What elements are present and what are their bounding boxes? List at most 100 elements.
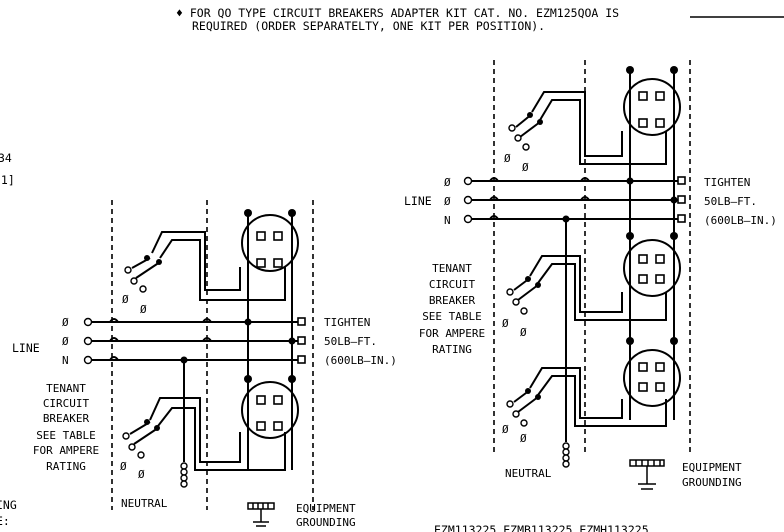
contact: [122, 432, 130, 440]
breaker-phase-label: Ø: [504, 152, 511, 165]
tighten-label: TIGHTEN: [704, 176, 750, 189]
neutral-label: NEUTRAL: [121, 497, 168, 510]
right-feeder: [529, 367, 623, 419]
tenant-line: SEE TABLE: [422, 310, 482, 323]
contact: [128, 443, 136, 451]
meter-jaw: [655, 382, 665, 392]
neutral-coil: [180, 474, 188, 482]
crossover: [489, 177, 499, 220]
contact: [130, 277, 138, 285]
ground-label-2: GROUNDING: [682, 476, 742, 489]
breaker-phase-label: Ø: [502, 423, 509, 436]
breaker-phase-label: Ø: [120, 460, 127, 473]
meter-jaw: [655, 118, 665, 128]
terminal: [463, 195, 473, 205]
edge-text-c: ING: [0, 498, 17, 512]
meter-jaw: [273, 231, 283, 241]
terminal-lug: [677, 214, 686, 223]
tenant-breaker-note: TENANT CIRCUIT BREAKER SEE TABLE FOR AMP…: [419, 262, 485, 356]
meter-jaw: [655, 254, 665, 264]
breaker-phase-label: Ø: [138, 468, 145, 481]
meter-jaw: [256, 258, 266, 268]
catalog-numbers: EZM113225 EZMB113225 EZMH113225: [434, 523, 649, 532]
neutral-coil: [562, 454, 570, 462]
tenant-line: BREAKER: [429, 294, 476, 307]
junction: [288, 337, 296, 345]
right-bus-dot: [670, 232, 678, 240]
phase-2-label: Ø: [62, 335, 69, 348]
meter-jaw: [638, 274, 648, 284]
ground-label-1: EQUIPMENT: [296, 502, 356, 515]
right-feeder: [531, 91, 623, 157]
meter-jaw: [256, 421, 266, 431]
tenant-line: FOR AMPERE: [33, 444, 99, 457]
left-diagram: Ø Ø Ø Ø Ø Ø N LINE TIGHTEN 50LB–FT. (600…: [12, 200, 397, 529]
torque-label: 50LB–FT.: [324, 335, 377, 348]
tenant-line: BREAKER: [43, 412, 90, 425]
tenant-line: SEE TABLE: [36, 429, 96, 442]
left-breaker-arm: [135, 261, 161, 279]
meter-jaw: [256, 395, 266, 405]
neutral-mark-label: N: [62, 354, 69, 367]
left-feeder: [157, 407, 286, 471]
edge-text-a: 34: [0, 151, 12, 165]
left-feeder: [149, 397, 241, 463]
line-label: LINE: [404, 194, 432, 208]
right-meter-top: [623, 78, 681, 136]
right-feeder: [539, 99, 667, 165]
contact: [535, 394, 541, 400]
edge-text-b: 21]: [0, 173, 15, 187]
tenant-line: RATING: [46, 460, 86, 473]
right-bus-dot: [626, 66, 634, 74]
junction: [626, 177, 634, 185]
contact: [535, 282, 541, 288]
right-breaker-arm: [517, 396, 539, 413]
contact: [506, 288, 514, 296]
terminal-lug: [297, 317, 306, 326]
contact: [520, 419, 528, 427]
ground-label-2: GROUNDING: [296, 516, 356, 529]
contact: [139, 285, 147, 293]
neutral-coil: [180, 462, 188, 470]
left-meter-top: [241, 214, 299, 272]
left-feeder: [159, 239, 286, 301]
neutral-coil: [180, 468, 188, 476]
torque-inch-label: (600LB–IN.): [704, 214, 777, 227]
terminal: [463, 176, 473, 186]
note-line-1: ♦ FOR QO TYPE CIRCUIT BREAKERS ADAPTER K…: [176, 6, 619, 20]
left-feeder: [151, 231, 241, 291]
contact: [514, 134, 522, 142]
left-bus-dot: [288, 209, 296, 217]
right-breaker-arm: [517, 284, 539, 301]
ground-symbol: [629, 459, 665, 490]
contact: [154, 425, 160, 431]
meter-jaw: [273, 258, 283, 268]
left-bus-dot: [244, 375, 252, 383]
ground-symbol: [247, 502, 275, 527]
right-feeder: [529, 255, 623, 313]
right-feeder: [537, 263, 667, 321]
left-breaker-arm: [133, 427, 159, 445]
meter-jaw: [638, 254, 648, 264]
torque-inch-label: (600LB–IN.): [324, 354, 397, 367]
tenant-line: FOR AMPERE: [419, 327, 485, 340]
tenant-line: TENANT: [432, 262, 472, 275]
tenant-line: CIRCUIT: [43, 397, 90, 410]
crossover: [580, 177, 590, 201]
tenant-line: TENANT: [46, 382, 86, 395]
contact: [508, 124, 516, 132]
ground-label-1: EQUIPMENT: [682, 461, 742, 474]
terminal-lug: [297, 336, 306, 345]
right-diagram: Ø Ø Ø Ø Ø Ø Ø Ø N LINE: [404, 60, 777, 490]
contact: [527, 112, 533, 118]
neutral-coil: [562, 460, 570, 468]
junction: [244, 318, 252, 326]
terminal: [83, 336, 93, 346]
phase-1-label: Ø: [444, 176, 451, 189]
contact: [144, 419, 150, 425]
meter-jaw: [273, 421, 283, 431]
terminal-lug: [297, 355, 306, 364]
edge-text-d: E:: [0, 514, 10, 528]
junction: [670, 196, 678, 204]
breaker-phase-label: Ø: [520, 432, 527, 445]
